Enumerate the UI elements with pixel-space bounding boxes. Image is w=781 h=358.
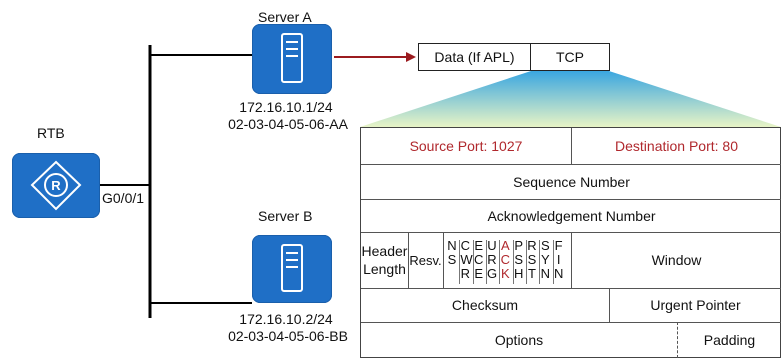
- packet-tcp-segment: TCP: [530, 43, 610, 71]
- flag-separator: [539, 240, 541, 284]
- tcp-flag-letter: I: [556, 252, 561, 267]
- tcp-flag-letter: E: [474, 266, 483, 281]
- server-b-device[interactable]: [252, 235, 332, 303]
- server-a-mac: 02-03-04-05-06-AA: [228, 116, 348, 132]
- router-interface-label: G0/0/1: [102, 190, 145, 206]
- packet-data-segment: Data (If APL): [418, 43, 531, 71]
- checksum-cell: Checksum: [451, 297, 519, 313]
- server-b-title: Server B: [258, 208, 313, 224]
- tcp-flag-letter: A: [500, 238, 510, 253]
- tcp-flag-letter: C: [473, 252, 484, 267]
- reserved-cell: Resv.: [409, 252, 442, 268]
- server-icon: [281, 244, 303, 292]
- urgent-pointer-cell: Urgent Pointer: [650, 297, 741, 313]
- padding-cell: Padding: [703, 332, 756, 348]
- tcp-flag-letter: S: [540, 238, 550, 253]
- tcp-flag-letter: S: [447, 252, 457, 267]
- router-title: RTB: [37, 125, 65, 141]
- server-b-mac: 02-03-04-05-06-BB: [228, 328, 348, 344]
- server-a-device[interactable]: [252, 24, 332, 94]
- svg-text:R: R: [51, 178, 61, 193]
- header-length-line1: Header: [361, 243, 408, 259]
- server-icon: [281, 33, 303, 83]
- tcp-flag-letter: E: [474, 238, 483, 253]
- acknowledgement-number-cell: Acknowledgement Number: [487, 207, 656, 224]
- flag-separator: [512, 240, 514, 284]
- sequence-number-cell: Sequence Number: [513, 173, 630, 190]
- header-length-line2: Length: [363, 261, 406, 277]
- tcp-flag-letter: N: [540, 266, 551, 281]
- tcp-flag-letter: S: [514, 252, 523, 267]
- tcp-flag-letter: N: [447, 238, 457, 253]
- source-port-cell: Source Port: 1027: [409, 138, 523, 154]
- tcp-flag-letter: C: [500, 252, 511, 267]
- destination-port-cell: Destination Port: 80: [615, 138, 738, 154]
- tcp-flag-letter: [447, 268, 457, 282]
- tcp-flag-letter: R: [460, 266, 471, 281]
- tcp-flag-letter: W: [460, 252, 473, 267]
- tcp-flag-letter: R: [527, 238, 537, 253]
- server-a-title: Server A: [258, 9, 312, 25]
- server-b-ip: 172.16.10.2/24: [239, 311, 333, 327]
- tcp-flag-letter: C: [460, 238, 471, 253]
- router-icon: R: [30, 160, 82, 211]
- tcp-flag-letter: F: [554, 238, 563, 253]
- tcp-flag-letter: N: [553, 266, 564, 281]
- flag-separator: [486, 240, 487, 284]
- tcp-header-table: Source Port: 1027 Destination Port: 80 S…: [360, 127, 781, 358]
- flag-separator: [526, 240, 527, 284]
- tcp-flag-letter: T: [528, 266, 536, 281]
- router-device[interactable]: R: [12, 153, 100, 218]
- flag-separator: [472, 240, 474, 284]
- tcp-flag-letter: G: [487, 266, 498, 281]
- server-a-ip: 172.16.10.1/24: [239, 99, 333, 115]
- tcp-flag-letter: R: [487, 252, 497, 267]
- flag-separator: [459, 240, 461, 284]
- tcp-flag-letter: K: [500, 266, 510, 281]
- header-length-cell: Header Length: [361, 232, 408, 288]
- window-cell: Window: [651, 252, 702, 268]
- tcp-flag-letter: H: [513, 266, 524, 281]
- tcp-flag-letter: S: [527, 252, 537, 267]
- flag-separator: [552, 240, 554, 284]
- flag-separator: [499, 240, 501, 284]
- options-padding-divider: [677, 322, 678, 358]
- tcp-flag-letter: U: [487, 238, 497, 253]
- options-cell: Options: [494, 332, 544, 348]
- tcp-flag-letter: P: [514, 238, 523, 253]
- tcp-flag-letter: Y: [540, 252, 550, 267]
